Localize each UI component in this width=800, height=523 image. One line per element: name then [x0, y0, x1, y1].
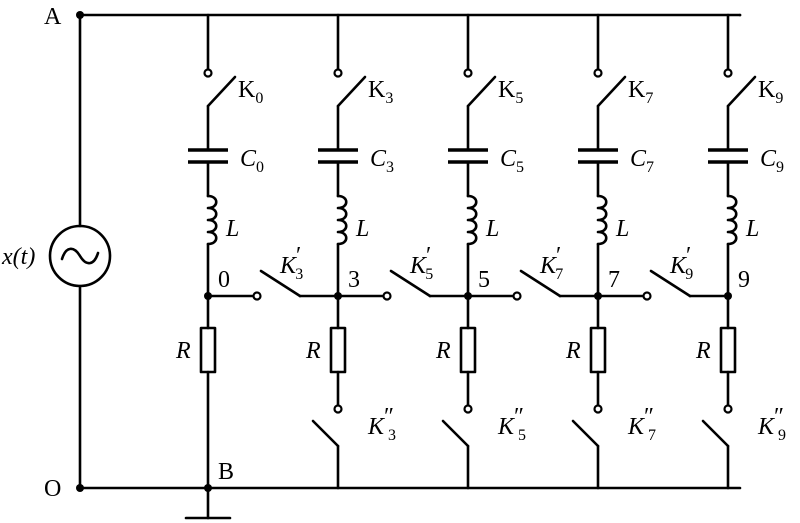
branch-5-resistor	[459, 326, 477, 374]
branch-9-res-label: R	[695, 338, 711, 364]
branch-3-switch-blade	[336, 75, 367, 108]
branch-9-resistor	[719, 326, 737, 374]
branch-5-res-label: R	[435, 338, 451, 364]
branch-5-series-switch-blade	[389, 269, 432, 298]
branch-3-inductor-coil	[336, 194, 348, 246]
branch-9-switch-label: K9	[758, 77, 783, 107]
branch-5-series-switch-label: K′5	[409, 243, 433, 283]
branch-9-bottom-switch-label: K″9	[757, 404, 786, 444]
branch-3-bottom-switch-terminal	[333, 404, 343, 414]
branch-5-bottom-switch-terminal	[463, 404, 473, 414]
branch-5-node-label: 5	[478, 267, 490, 293]
branch-0-inductor-coil	[206, 194, 218, 246]
branch-3-node-label: 3	[348, 267, 360, 293]
branch-5-bottom-switch-label: K″5	[497, 404, 526, 444]
branch-0-resistor	[199, 326, 217, 374]
branch-7-switch-blade	[596, 75, 627, 108]
branch-0-res-label: R	[175, 338, 191, 364]
branch-9-inductor-coil	[726, 194, 738, 246]
branch-5-switch-terminal	[463, 68, 473, 78]
node-label-o: O	[44, 476, 61, 502]
branch-3-switch-label: K3	[368, 77, 393, 107]
branch-3-res-label: R	[305, 338, 321, 364]
branch-0-cap-label: C0	[240, 146, 264, 176]
branch-9-switch-blade	[726, 75, 757, 108]
branch-5-inductor-coil	[466, 194, 478, 246]
branch-9-series-switch-label: K′9	[669, 243, 693, 283]
branch-7-switch-label: K7	[628, 77, 653, 107]
branch-3-bottom-switch-label: K″3	[367, 404, 396, 444]
sine-wave-icon	[60, 247, 100, 265]
branch-5-ind-label: L	[485, 216, 499, 242]
node-label-a: A	[44, 4, 62, 30]
branch-5-series-switch-terminal	[382, 291, 392, 301]
branch-0-switch-terminal	[203, 68, 213, 78]
branch-9-node-label: 9	[738, 267, 750, 293]
branch-3-series-switch-terminal	[252, 291, 262, 301]
branch-3-series-switch-label: K′3	[279, 243, 303, 283]
branch-7-resistor	[589, 326, 607, 374]
branch-7-series-switch-label: K′7	[539, 243, 563, 283]
branch-5-bottom-switch-blade	[441, 419, 470, 448]
branch-3-ind-label: L	[355, 216, 369, 242]
branch-3-resistor	[329, 326, 347, 374]
branch-3-bottom-switch-blade	[311, 419, 340, 448]
source-label: x(t)	[1, 244, 35, 270]
branch-9-bottom-switch-terminal	[723, 404, 733, 414]
branch-7-bottom-switch-blade	[571, 419, 600, 448]
node-label-b: B	[218, 459, 234, 485]
branch-5-switch-blade	[466, 75, 497, 108]
branch-7-bottom-switch-terminal	[593, 404, 603, 414]
branch-9-cap-label: C9	[760, 146, 784, 176]
branch-7-switch-terminal	[593, 68, 603, 78]
branch-3-series-switch-blade	[259, 269, 302, 298]
branch-5-cap-label: C5	[500, 146, 524, 176]
branch-9-series-switch-terminal	[642, 291, 652, 301]
branch-7-node-label: 7	[608, 267, 620, 293]
branch-9-ind-label: L	[745, 216, 759, 242]
branch-7-inductor-coil	[596, 194, 608, 246]
branch-5-switch-label: K5	[498, 77, 523, 107]
branch-7-bottom-switch-label: K″7	[627, 404, 656, 444]
ac-source	[48, 224, 112, 288]
branch-7-series-switch-terminal	[512, 291, 522, 301]
branch-3-cap-label: C3	[370, 146, 394, 176]
branch-7-series-switch-blade	[519, 269, 562, 298]
branch-7-res-label: R	[565, 338, 581, 364]
branch-9-bottom-switch-blade	[701, 419, 730, 448]
branch-3-switch-terminal	[333, 68, 343, 78]
branch-9-switch-terminal	[723, 68, 733, 78]
branch-7-ind-label: L	[615, 216, 629, 242]
branch-0-switch-blade	[206, 75, 237, 108]
branch-0-node-label: 0	[218, 267, 230, 293]
branch-0-switch-label: K0	[238, 77, 263, 107]
branch-0-ind-label: L	[225, 216, 239, 242]
branch-7-cap-label: C7	[630, 146, 654, 176]
branch-9-series-switch-blade	[649, 269, 692, 298]
